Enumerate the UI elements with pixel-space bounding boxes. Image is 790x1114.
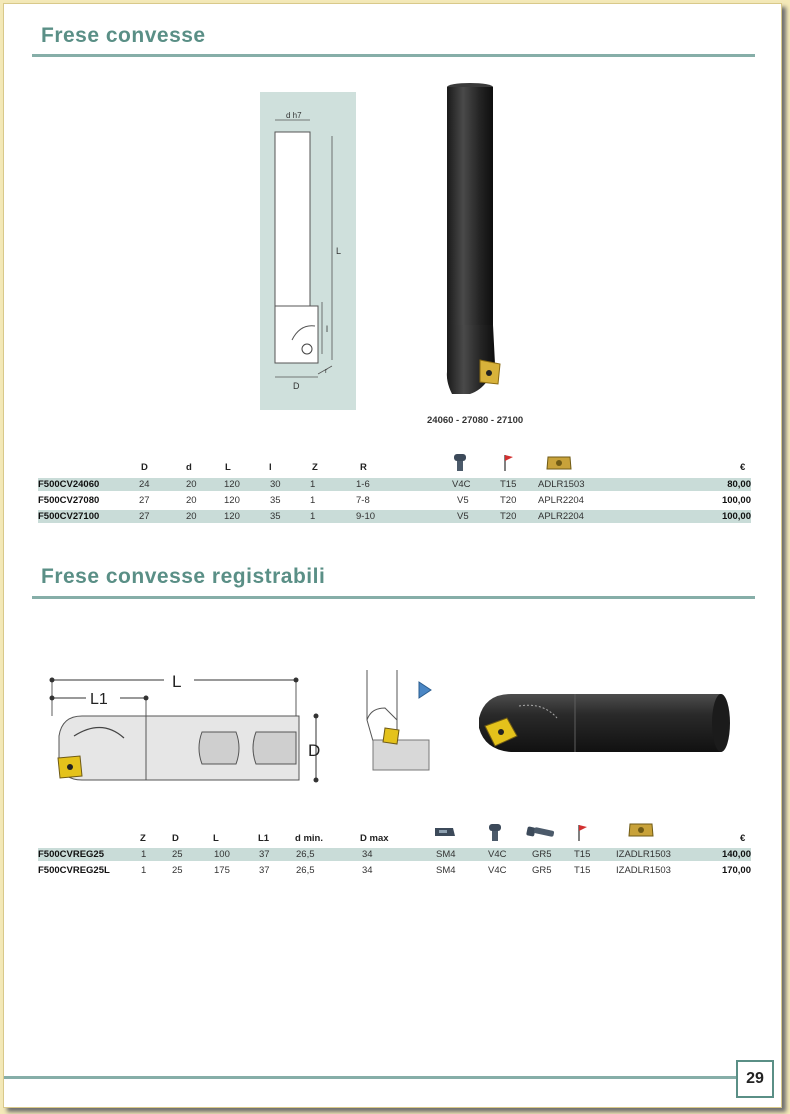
col-header-L: L <box>213 833 219 844</box>
dim-l: l <box>326 324 328 334</box>
wedge-icon <box>435 828 455 836</box>
col-header-D: D <box>172 833 179 844</box>
catalog-page: Frese convesse d h7 L l D r <box>3 3 782 1108</box>
table-row: F500CVREG25 1 25 100 37 26,5 34 SM4 V4C … <box>38 848 751 861</box>
dim-r: r <box>325 368 328 375</box>
col-header-l: l <box>269 462 272 473</box>
adjust-screw-icon <box>526 826 555 837</box>
table-row: F500CVREG25L 1 25 175 37 26,5 34 SM4 V4C… <box>38 865 751 876</box>
table-row: F500CV27080 27 20 120 35 1 7-8 V5 T20 AP… <box>38 495 751 506</box>
insert-icon <box>546 456 572 470</box>
screw-icon <box>489 824 501 841</box>
product-photo-convex-cutter <box>446 83 501 394</box>
dim-dh7: d h7 <box>286 111 302 120</box>
col-header-Z: Z <box>312 462 318 473</box>
torx-key-icon <box>578 825 587 841</box>
page-number: 29 <box>736 1060 774 1098</box>
section-rule <box>32 54 755 57</box>
section-rule <box>32 596 755 599</box>
dim-L1: L1 <box>90 691 108 708</box>
technical-drawing-adjustable: L L1 D <box>49 672 320 783</box>
table-row: F500CV24060 24 20 120 30 1 1-6 V4C T15 A… <box>38 478 751 491</box>
col-header-L: L <box>225 462 231 473</box>
dim-L: L <box>172 672 181 691</box>
section-title-convex-cutters: Frese convesse <box>41 24 206 47</box>
col-header-R: R <box>360 462 367 473</box>
col-header-L1: L1 <box>258 833 270 844</box>
col-header-dmin: d min. <box>295 833 323 844</box>
col-header-D: D <box>141 462 148 473</box>
col-header-price: € <box>740 833 746 844</box>
col-header-Dmax: D max <box>360 833 389 844</box>
col-header-price: € <box>740 462 746 473</box>
table-row: F500CV27100 27 20 120 35 1 9-10 V5 T20 A… <box>38 510 751 523</box>
footer-rule <box>4 1076 736 1079</box>
insert-icon <box>628 823 654 837</box>
dim-D: D <box>308 741 320 760</box>
torx-key-icon <box>504 455 513 471</box>
dim-L: L <box>336 246 341 256</box>
section-title-adjustable-convex-cutters: Frese convesse registrabili <box>41 565 326 588</box>
screw-icon <box>454 454 466 471</box>
product-photo-adjustable-cutter <box>479 694 730 752</box>
technical-drawing-convex: d h7 L l D r <box>260 92 356 410</box>
product-caption: 24060 - 27080 - 27100 <box>427 415 524 426</box>
dim-D: D <box>293 381 300 391</box>
col-header-d: d <box>186 462 192 473</box>
col-header-Z: Z <box>140 833 146 844</box>
adjustment-schematic <box>366 670 432 771</box>
